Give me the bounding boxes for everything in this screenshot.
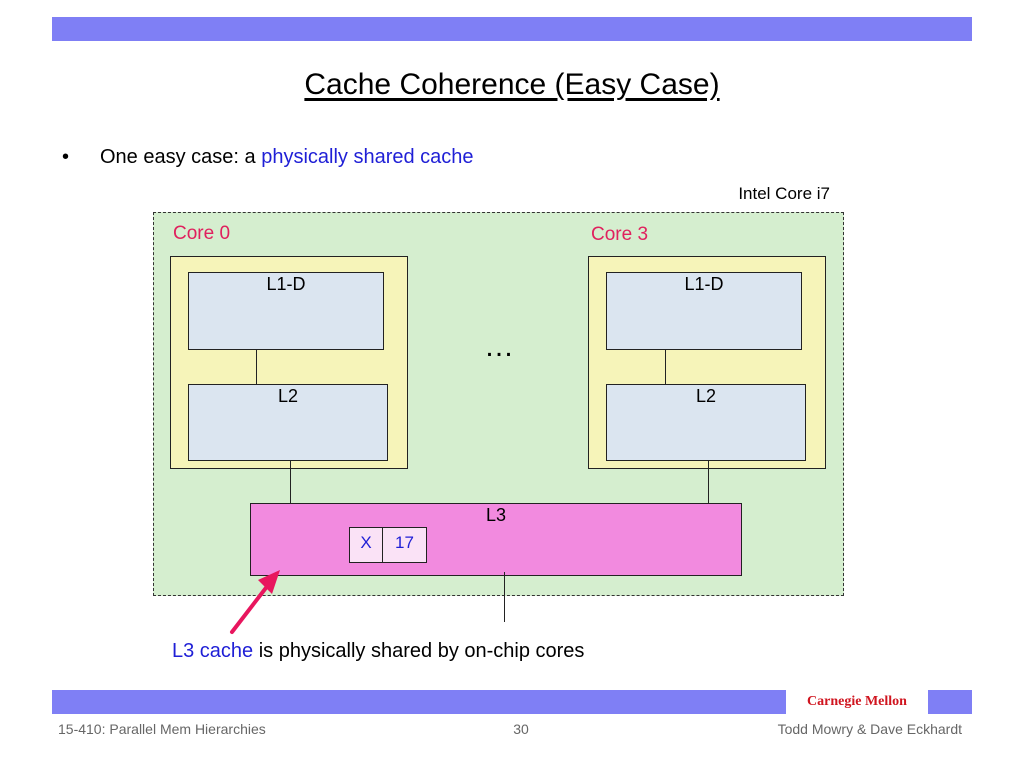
top-bar bbox=[52, 17, 972, 41]
caption: L3 cache is physically shared by on-chip… bbox=[172, 640, 584, 663]
core-0-l1d-cache: L1-D bbox=[188, 272, 384, 350]
pointer-arrow bbox=[230, 570, 280, 634]
caption-highlight: L3 cache bbox=[172, 640, 254, 662]
footer-authors: Todd Mowry & Dave Eckhardt bbox=[777, 721, 962, 737]
core-3-label: Core 3 bbox=[591, 224, 649, 245]
l3-entry-value: 17 bbox=[382, 527, 427, 563]
bullet-prefix: One easy case: a bbox=[100, 146, 262, 168]
core-0-l2-l3-link bbox=[290, 461, 291, 503]
core-3-l1d-cache: L1-D bbox=[606, 272, 802, 350]
footer-page-number: 30 bbox=[513, 721, 529, 737]
footer-course: 15-410: Parallel Mem Hierarchies bbox=[58, 721, 266, 737]
l3-entry-key: X bbox=[349, 527, 383, 563]
l3-memory-link bbox=[504, 572, 505, 622]
core-3-l2-cache: L2 bbox=[606, 384, 806, 461]
bullet-text: One easy case: a physically shared cache bbox=[100, 146, 474, 169]
core-0-l2-cache: L2 bbox=[188, 384, 388, 461]
bullet-marker: • bbox=[62, 146, 70, 168]
chip-label: Intel Core i7 bbox=[738, 184, 830, 203]
brand-logo: Carnegie Mellon bbox=[786, 688, 928, 716]
slide-title: Cache Coherence (Easy Case) bbox=[304, 68, 720, 101]
more-cores-ellipsis: … bbox=[484, 330, 515, 363]
core-3-l2-l3-link bbox=[708, 461, 709, 503]
core-3-l1-l2-link bbox=[665, 350, 666, 384]
caption-text: is physically shared by on-chip cores bbox=[253, 640, 585, 662]
l3-cache: L3 bbox=[250, 503, 742, 576]
core-0-label: Core 0 bbox=[173, 223, 231, 244]
core-0-l1-l2-link bbox=[256, 350, 257, 384]
bullet-highlight: physically shared cache bbox=[261, 146, 474, 168]
